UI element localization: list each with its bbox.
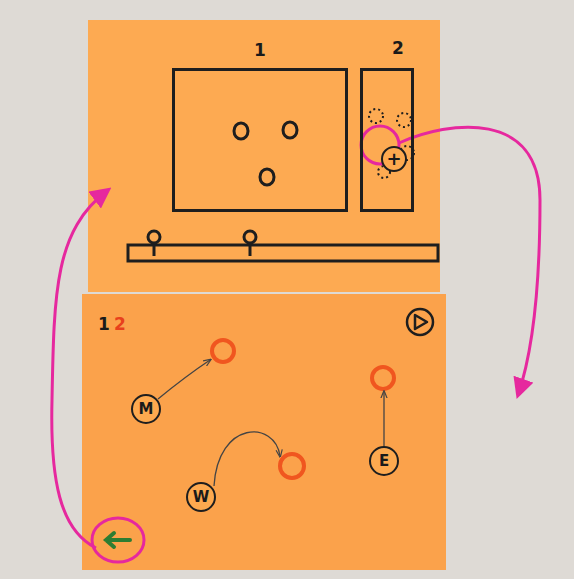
- target-circles: [212, 340, 394, 478]
- sticky-note: [82, 294, 446, 570]
- movement-arrows: [158, 360, 384, 486]
- character-circle: W: [186, 482, 216, 512]
- navigation-arrow: [399, 127, 540, 395]
- character-circle: +: [381, 146, 407, 172]
- play-button: [407, 309, 433, 335]
- screen-number: 2: [392, 40, 404, 57]
- character-circle: E: [369, 446, 399, 476]
- character-circle: M: [131, 394, 161, 424]
- sticky-note: [88, 20, 440, 292]
- circle-letter: +: [386, 150, 401, 168]
- layer-number: 1: [98, 316, 110, 333]
- navigation-arrow: [52, 190, 108, 548]
- circle-letter: M: [139, 402, 154, 417]
- circle-letter: E: [379, 454, 389, 469]
- circle-letter: W: [193, 490, 210, 505]
- screen-number: 1: [254, 42, 266, 59]
- timeline-slider: [128, 231, 438, 261]
- screen-box: 2+: [360, 68, 414, 212]
- screen-box: 1: [172, 68, 348, 212]
- back-button: [92, 518, 144, 562]
- screen-circles: [234, 122, 297, 185]
- layer-number: 2: [114, 316, 126, 333]
- dotted-circles: [369, 109, 414, 178]
